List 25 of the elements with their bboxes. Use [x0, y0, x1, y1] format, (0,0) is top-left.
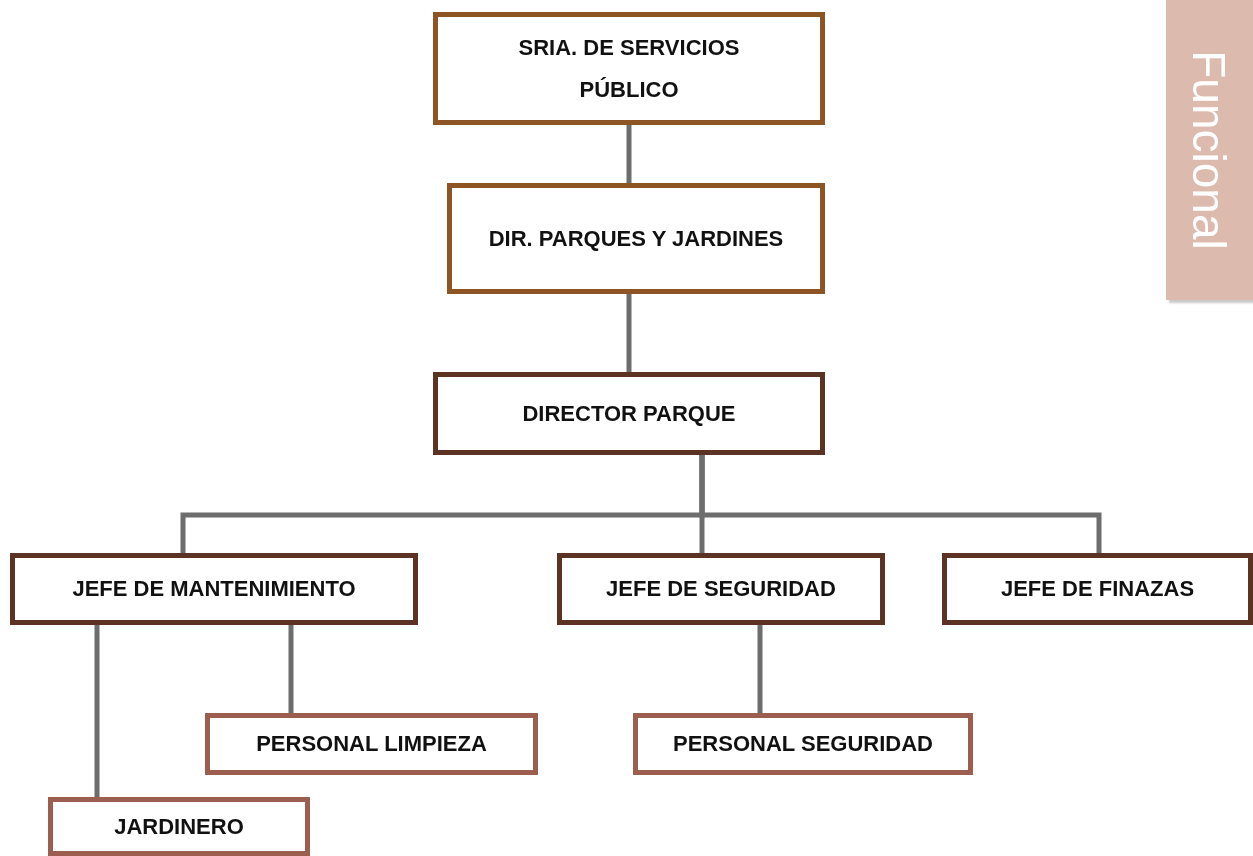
org-box — [205, 713, 538, 775]
org-box — [433, 12, 825, 125]
position-title: PERSONAL LIMPIEZA — [256, 730, 487, 759]
org-box — [48, 797, 310, 856]
connector-line — [699, 455, 1102, 553]
connector-line — [94, 625, 100, 797]
org-box — [557, 553, 885, 625]
position-title: PERSONAL SEGURIDAD — [673, 730, 933, 759]
position-title: DIR. PARQUES Y JARDINES — [488, 224, 784, 253]
position-title: JEFE DE MANTENIMIENTO — [72, 575, 356, 604]
org-box — [447, 183, 825, 294]
connector-line — [626, 125, 632, 183]
connector-line — [626, 294, 632, 372]
org-box — [633, 713, 973, 775]
position-title: JARDINERO — [114, 812, 244, 841]
position-title: JEFE DE FINAZAS — [1000, 575, 1195, 604]
position-title: SRIA. DE SERVICIOS PÚBLICO — [517, 33, 741, 104]
position-title: JEFE DE SEGURIDAD — [606, 575, 836, 604]
org-box — [942, 553, 1253, 625]
connector-line — [288, 625, 294, 713]
connector-line — [757, 625, 763, 713]
org-box — [10, 553, 418, 625]
org-box — [433, 372, 825, 455]
tab-label: Funcional — [1182, 50, 1236, 250]
position-title: DIRECTOR PARQUE — [522, 399, 736, 428]
